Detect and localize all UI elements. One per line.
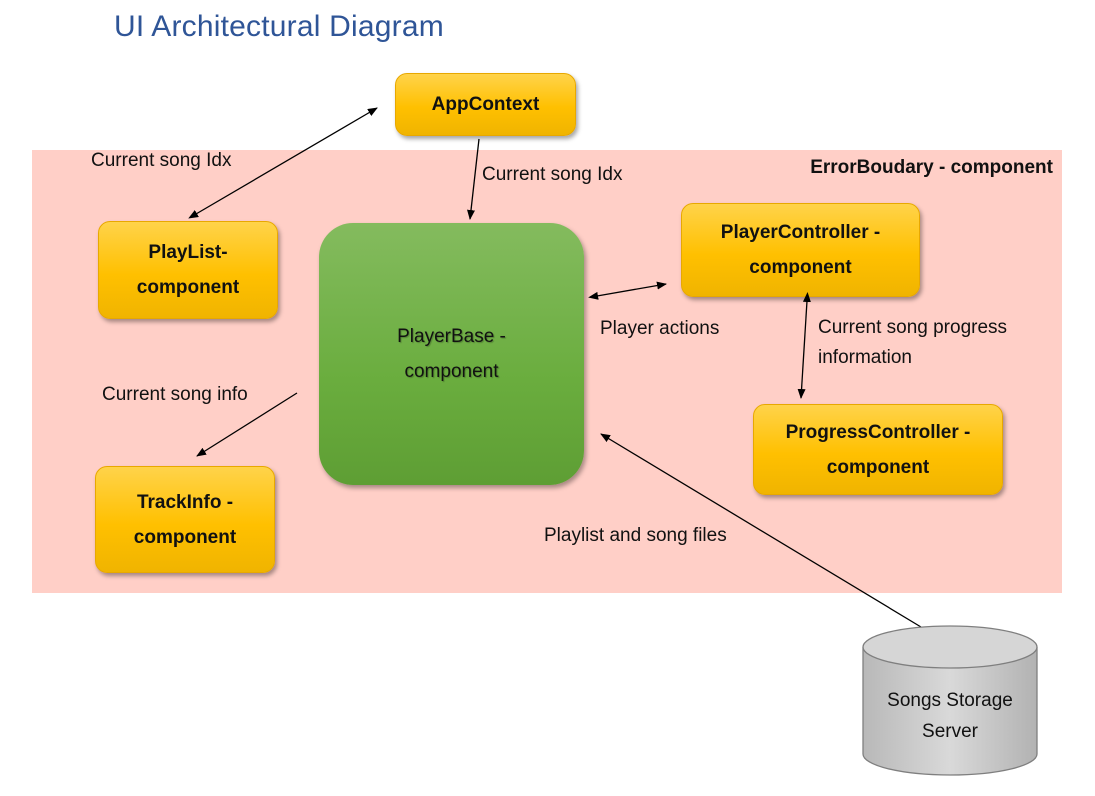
edge-label-progress-info-line1: Current song progress bbox=[818, 317, 1008, 338]
player-base-label-line2: component bbox=[404, 361, 499, 382]
playlist-label-line2: component bbox=[136, 277, 240, 298]
track-info-component-node[interactable]: TrackInfo - component bbox=[95, 466, 275, 573]
diagram-title: UI Architectural Diagram bbox=[114, 10, 444, 43]
edge-label-current-song-info: Current song info bbox=[102, 384, 248, 405]
arrow-storage-playerbase bbox=[600, 433, 922, 628]
player-controller-component-node[interactable]: PlayerController - component bbox=[681, 203, 920, 297]
edge-label-playlist-files: Playlist and song files bbox=[544, 525, 727, 546]
storage-label-line1: Songs Storage bbox=[887, 690, 1013, 711]
progress-controller-label-line2: component bbox=[826, 456, 930, 478]
songs-storage-server-node[interactable]: Songs Storage Server bbox=[862, 685, 1038, 747]
arrow-playerbase-playercontroller bbox=[588, 281, 667, 300]
player-base-label-line1: PlayerBase - bbox=[397, 326, 506, 347]
progress-controller-component-node[interactable]: ProgressController - component bbox=[753, 404, 1003, 495]
playlist-label-line1: PlayList- bbox=[148, 242, 228, 263]
edge-label-appcontext-playerbase: Current song Idx bbox=[482, 164, 623, 185]
edge-label-progress-info-line2: information bbox=[818, 347, 912, 368]
player-base-component-node[interactable]: PlayerBase - component bbox=[319, 223, 584, 485]
arrow-appcontext-playlist bbox=[188, 107, 378, 219]
track-info-label-line2: component bbox=[133, 526, 237, 548]
app-context-node[interactable]: AppContext bbox=[395, 73, 576, 136]
arrow-playerbase-trackinfo bbox=[196, 392, 298, 457]
storage-cylinder-icon bbox=[862, 625, 1038, 776]
app-context-label: AppContext bbox=[431, 94, 540, 115]
error-boundary-label: ErrorBoudary - component bbox=[810, 157, 1053, 178]
track-info-label-line1: TrackInfo - bbox=[136, 491, 234, 513]
player-controller-label-line1: PlayerController - bbox=[720, 222, 881, 243]
arrow-appcontext-playerbase bbox=[467, 138, 480, 220]
storage-label-line2: Server bbox=[922, 721, 978, 742]
edge-label-player-actions: Player actions bbox=[600, 318, 720, 339]
player-controller-label-line2: component bbox=[749, 257, 852, 278]
arrow-playercontroller-progresscontroller bbox=[797, 292, 811, 399]
progress-controller-label-line1: ProgressController - bbox=[785, 421, 971, 443]
playlist-component-node[interactable]: PlayList- component bbox=[98, 221, 278, 319]
